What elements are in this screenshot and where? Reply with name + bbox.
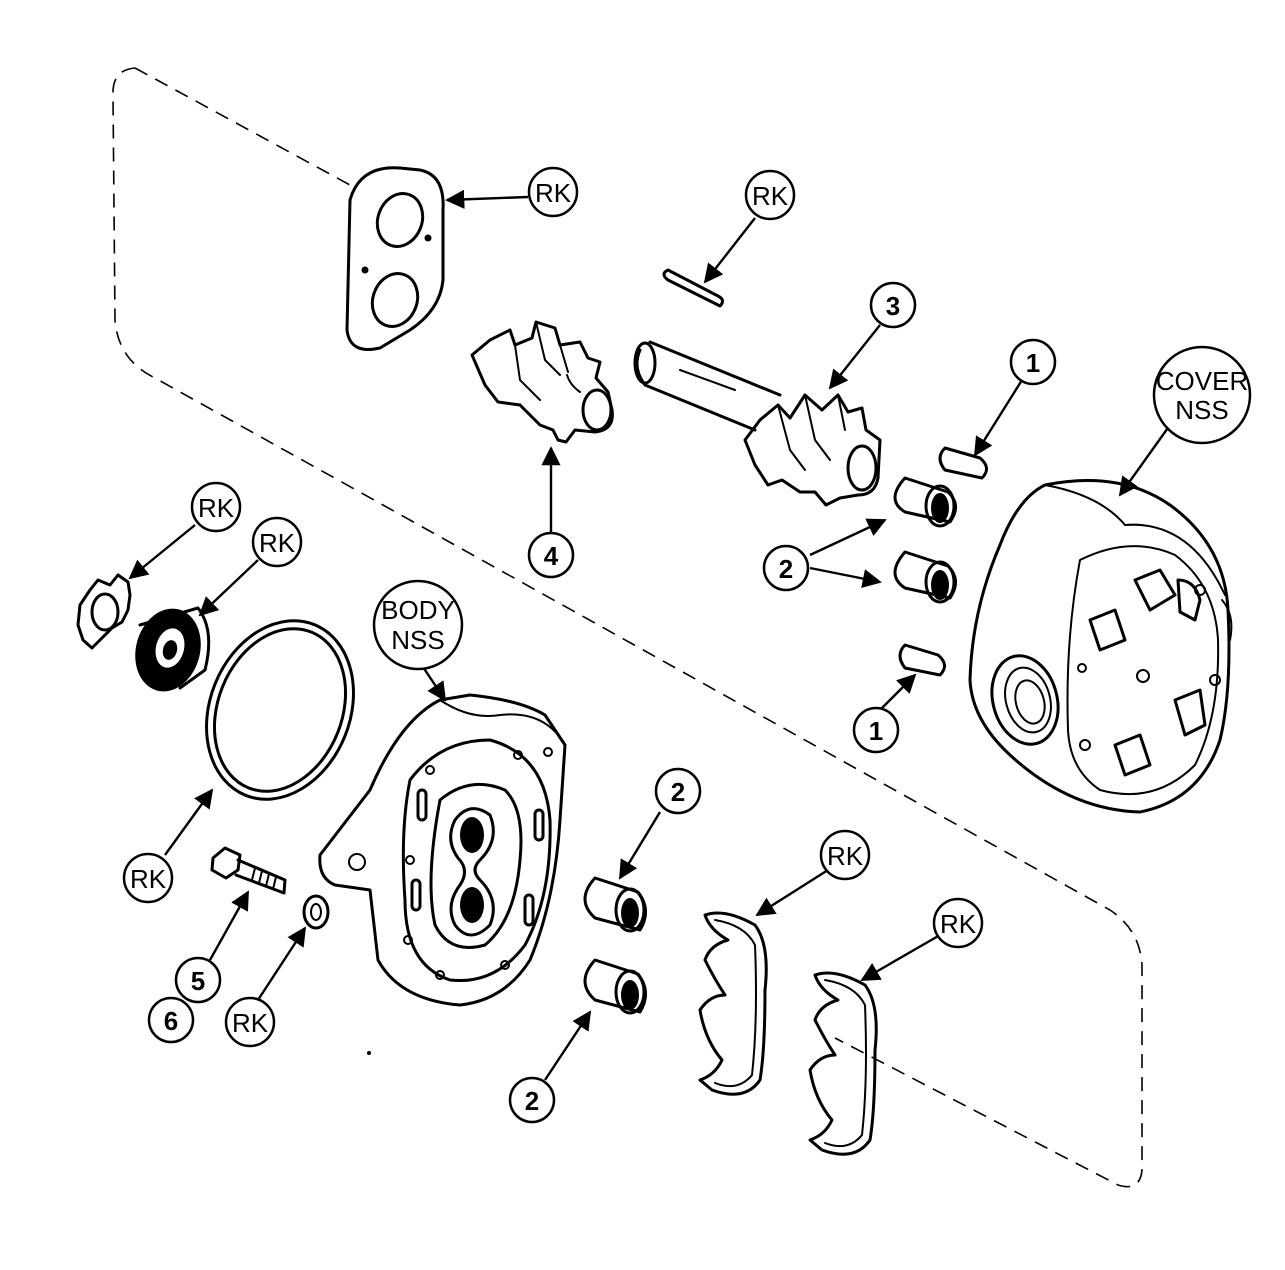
callout-label: 1 [869, 716, 883, 746]
callout-label: RK [130, 864, 167, 894]
callout-label: RK [535, 178, 572, 208]
body-bushing-lower [583, 958, 647, 1015]
lock-washer [76, 573, 132, 650]
body-bushing-upper [583, 876, 647, 933]
callout-label: 3 [886, 291, 900, 321]
callout-item-2-body-lower: 2 [508, 1076, 556, 1124]
callout-rk-seal-strip-1: RK [819, 829, 871, 881]
dowel-pin-upper [938, 446, 988, 480]
callout-label: RK [198, 493, 235, 523]
callout-body-nss: BODY NSS [372, 579, 464, 671]
callout-label: RK [259, 528, 296, 558]
cover-bushing-upper [893, 476, 957, 528]
callout-rk-washer: RK [224, 996, 276, 1048]
cover-bushing-lower [893, 550, 957, 604]
callout-label: RK [827, 841, 864, 871]
callout-item-2-body-upper: 2 [654, 767, 702, 815]
callout-cover-nss: COVER NSS [1152, 345, 1252, 445]
shaft-seal [135, 606, 211, 692]
upper-gasket [345, 166, 445, 351]
callout-label: RK [940, 909, 977, 939]
assembly-boundary-dashed [112, 67, 1143, 1188]
callout-label: 2 [525, 1086, 539, 1116]
callout-body-line1: BODY [381, 595, 455, 625]
drive-shaft-gear [633, 340, 882, 507]
callout-item-1-lower: 1 [852, 706, 900, 754]
callout-rk-lock-washer: RK [190, 481, 242, 533]
callout-item-5: 5 [174, 956, 222, 1004]
callout-item-3: 3 [869, 281, 917, 329]
callout-label: 4 [544, 541, 559, 571]
callout-rk-seal-strip-2: RK [932, 897, 984, 949]
callout-item-1-upper: 1 [1009, 338, 1057, 386]
callout-label: 2 [671, 777, 685, 807]
callout-item-4: 4 [527, 531, 575, 579]
callout-cover-line2: NSS [1175, 395, 1228, 425]
callout-rk-seal: RK [251, 516, 303, 568]
leader-lines [128, 189, 1171, 1081]
o-ring [205, 619, 355, 801]
small-washer [302, 894, 330, 930]
callout-item-6: 6 [147, 996, 195, 1044]
shaft-key [662, 268, 725, 308]
callout-label: 6 [164, 1006, 178, 1036]
callout-label: 5 [191, 966, 205, 996]
callout-item-2-cover: 2 [762, 544, 810, 592]
callout-rk-upper-gasket: RK [527, 166, 579, 218]
idler-gear [470, 320, 614, 444]
callout-rk-key: RK [744, 169, 796, 221]
callout-label: 2 [779, 554, 793, 584]
dowel-pin-lower [898, 643, 946, 677]
seal-strip-left [698, 911, 768, 1096]
callout-cover-line1: COVER [1156, 366, 1248, 396]
callout-rk-o-ring: RK [122, 852, 174, 904]
seal-strip-right [808, 971, 878, 1156]
callout-label: RK [752, 181, 789, 211]
callout-body-line2: NSS [391, 625, 444, 655]
callout-label: 1 [1026, 348, 1040, 378]
pump-cover [968, 479, 1233, 814]
callout-label: RK [232, 1008, 269, 1038]
cap-screw [210, 846, 287, 895]
pump-body [318, 693, 567, 1007]
